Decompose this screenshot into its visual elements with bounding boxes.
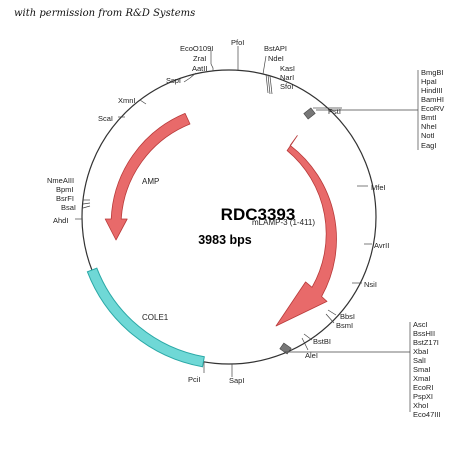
- site-bstbi: BstBI: [313, 337, 331, 346]
- site-sali: SalI: [413, 356, 426, 365]
- site-psti: PstI: [328, 107, 341, 116]
- site-avrii: AvrII: [374, 241, 389, 250]
- cole1-label: COLE1: [142, 313, 169, 322]
- site-xbai: XbaI: [413, 347, 428, 356]
- site-sspi: SspI: [166, 76, 181, 85]
- site-scai: ScaI: [98, 114, 113, 123]
- site-bbsi: BbsI: [340, 312, 355, 321]
- site-bamhi: BamHI: [421, 95, 444, 104]
- permission-credit: with permission from R&D Systems: [14, 8, 196, 19]
- site-alei: AleI: [305, 351, 318, 360]
- site-pcii: PciI: [188, 375, 201, 384]
- cole1-origin-segment: [86, 267, 205, 368]
- site-ndei: NdeI: [268, 54, 284, 63]
- site-bmgbi: BmgBI: [421, 68, 444, 77]
- plasmid-backbone: [81, 69, 377, 365]
- site-bstz17i: BstZ17I: [413, 338, 439, 347]
- site-eco47iii: Eco47III: [413, 410, 441, 419]
- site-bsmi: BsmI: [336, 321, 353, 330]
- restriction-site-labels: EcoO109I ZraI AatII SspI PfoI BstAPI Nde…: [47, 38, 444, 419]
- site-sfoi: SfoI: [280, 82, 293, 91]
- plasmid-size: 3983 bps: [198, 233, 252, 247]
- site-eagi: EagI: [421, 141, 436, 150]
- site-nsii: NsiI: [364, 280, 377, 289]
- site-mfei: MfeI: [371, 183, 386, 192]
- site-ahdi: AhdI: [53, 216, 68, 225]
- site-nari: NarI: [280, 73, 294, 82]
- plasmid-name: RDC3393: [221, 205, 296, 224]
- site-zrai: ZraI: [193, 54, 206, 63]
- site-xhoi: XhoI: [413, 401, 428, 410]
- site-ecori: EcoRI: [413, 383, 433, 392]
- mlamp3-label: mLAMP-3 (1-411): [252, 218, 315, 227]
- mcs2-marker: [279, 342, 292, 355]
- site-nmeaiii: NmeAIII: [47, 176, 74, 185]
- site-hindiii: HindIII: [421, 86, 443, 95]
- site-bsrfi: BsrFI: [56, 194, 74, 203]
- site-aatii: AatII: [192, 64, 207, 73]
- site-xmai: XmaI: [413, 374, 431, 383]
- site-pfoi: PfoI: [231, 38, 244, 47]
- site-bsai: BsaI: [61, 203, 76, 212]
- site-smai: SmaI: [413, 365, 431, 374]
- site-leader-lines: [75, 46, 419, 412]
- site-nhei: NheI: [421, 122, 437, 131]
- site-bmti: BmtI: [421, 113, 436, 122]
- psti-marker: [303, 107, 316, 120]
- site-bstapi: BstAPI: [264, 44, 287, 53]
- site-bsshii: BssHII: [413, 329, 435, 338]
- mlamp3-gene-arrow: [275, 135, 337, 327]
- site-asci: AscI: [413, 320, 428, 329]
- site-ecoo109i: EcoO109I: [180, 44, 213, 53]
- site-xmni: XmnI: [118, 96, 136, 105]
- site-pspxi: PspXI: [413, 392, 433, 401]
- site-kasi: KasI: [280, 64, 295, 73]
- site-ecorv: EcoRV: [421, 104, 444, 113]
- site-hpai: HpaI: [421, 77, 437, 86]
- site-sapi: SapI: [229, 376, 244, 385]
- amp-gene-arrow: [104, 113, 191, 241]
- amp-label: AMP: [142, 177, 159, 186]
- site-noti: NotI: [421, 131, 435, 140]
- site-bpmi: BpmI: [56, 185, 74, 194]
